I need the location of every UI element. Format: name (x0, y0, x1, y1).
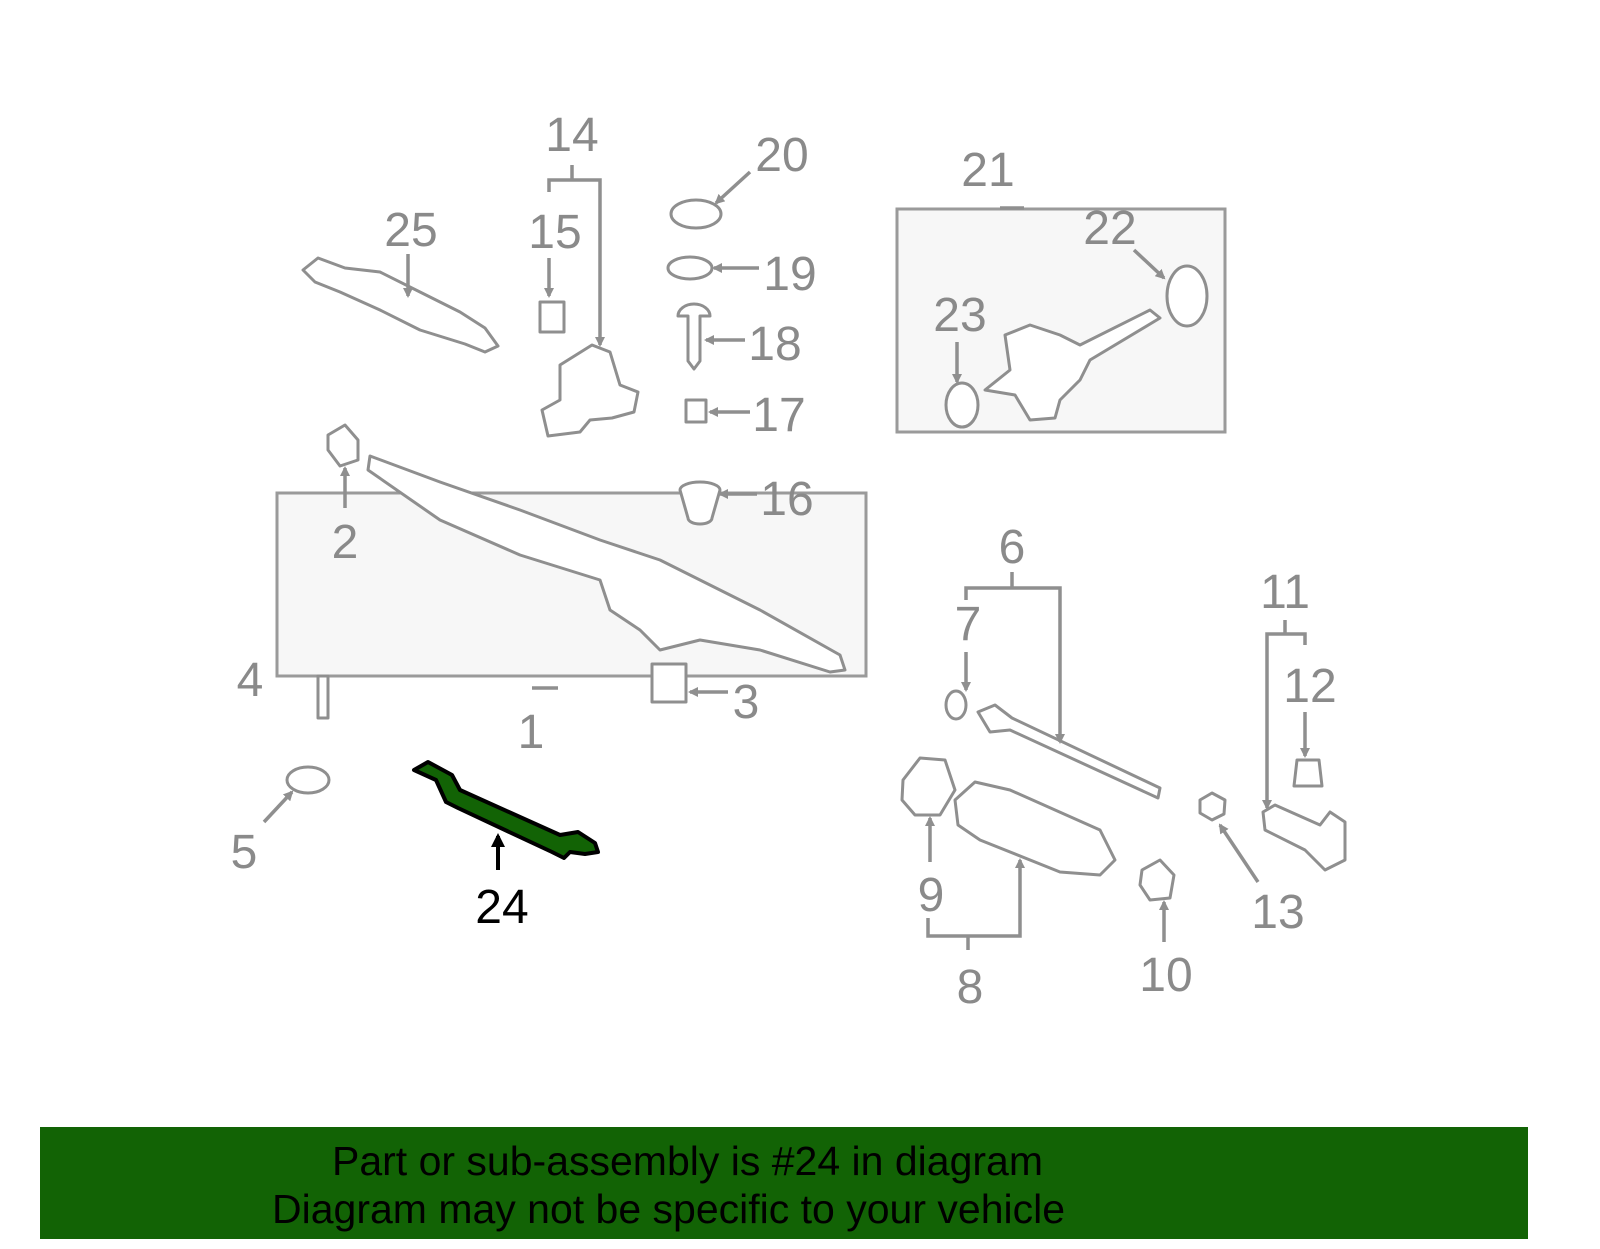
callout-3: 3 (733, 676, 760, 729)
part-3-bushing (650, 662, 688, 704)
callout-5: 5 (231, 826, 258, 879)
callout-25: 25 (384, 204, 437, 257)
part-8-boot (953, 780, 1117, 877)
callout-12: 12 (1283, 660, 1336, 713)
callout-15: 15 (528, 206, 581, 259)
leader-8 (926, 858, 1025, 938)
part-13-nut (1198, 791, 1227, 822)
callout-21: 21 (961, 144, 1014, 197)
part-11-tie-rod-end (1261, 803, 1347, 872)
callout-23: 23 (933, 289, 986, 342)
callout-7: 7 (955, 598, 982, 651)
callout-13: 13 (1251, 886, 1304, 939)
part-9-clamp (900, 756, 957, 817)
part-20-seal (669, 198, 723, 230)
part-5-washer (285, 765, 331, 795)
part-12-boot (1292, 758, 1324, 788)
leader-5 (262, 790, 294, 824)
part-4-stud (316, 674, 330, 720)
part-10-nut (1138, 858, 1176, 902)
part-14-bracket (540, 343, 640, 438)
part-17-plug (684, 398, 708, 424)
banner-line-1: Part or sub-assembly is #24 in diagram (332, 1138, 1043, 1184)
callout-14: 14 (545, 109, 598, 162)
part-19-o-ring (666, 255, 714, 281)
callout-8: 8 (957, 961, 984, 1014)
banner-line-2: Diagram may not be specific to your vehi… (272, 1186, 1066, 1232)
callout-11: 11 (1260, 566, 1310, 619)
callout-20: 20 (755, 129, 808, 182)
callout-10: 10 (1139, 949, 1192, 1002)
part-6-tie-rod (976, 703, 1162, 800)
part-22-seal (1165, 264, 1209, 328)
callout-24-highlighted: 24 (475, 881, 528, 934)
callout-9: 9 (918, 869, 945, 922)
callout-17: 17 (752, 389, 805, 442)
callout-22: 22 (1083, 202, 1136, 255)
part-1-steering-rack (366, 454, 847, 674)
callout-6: 6 (999, 521, 1026, 574)
part-2-bushing (326, 423, 360, 468)
info-banner: Part or sub-assembly is #24 in diagram D… (40, 1127, 1528, 1239)
part-25-bracket (301, 256, 500, 354)
part-7-washer (944, 689, 968, 721)
part-24-highlighted (412, 760, 600, 860)
leader-14 (547, 178, 605, 347)
callout-1: 1 (518, 706, 545, 759)
part-23-o-ring (944, 381, 980, 429)
part-21-valve-assembly (983, 308, 1162, 422)
leader-13 (1218, 823, 1260, 883)
part-15-bushing (538, 300, 566, 334)
callout-2: 2 (332, 516, 359, 569)
leader-20 (714, 170, 752, 205)
part-18-bolt (676, 302, 712, 371)
leader-22 (1132, 248, 1166, 280)
callout-18: 18 (748, 318, 801, 371)
callout-19: 19 (763, 248, 816, 301)
callout-4: 4 (237, 654, 264, 707)
callout-16: 16 (760, 473, 813, 526)
